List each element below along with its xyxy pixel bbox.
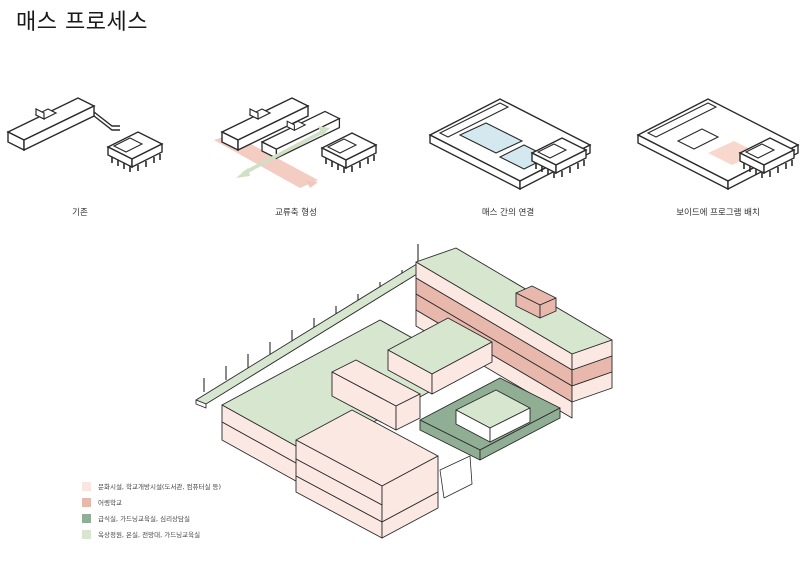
legend-item: 옥상정원, 온실, 전망대, 가드닝교육실 [82,526,221,542]
legend-item: 문화시설, 학교개방시설(도서관, 컴퓨터실 등) [82,478,221,494]
legend-swatch [82,497,91,507]
legend: 문화시설, 학교개방시설(도서관, 컴퓨터실 등) 어렝학교 급식실, 가드닝교… [82,478,221,542]
legend-label: 급식실, 가드닝교육실, 심리상담실 [98,515,190,523]
void-program [708,141,758,165]
step-caption: 매스 간의 연결 [481,208,535,218]
step-3-drawing [428,98,592,191]
step-2-drawing [214,97,377,188]
green-axis-arrow [242,130,326,174]
step-1-drawing [7,97,163,173]
legend-swatch [82,529,91,539]
legend-label: 옥상정원, 온실, 전망대, 가드닝교육실 [98,531,201,539]
connector-mass-a [458,122,524,154]
step-caption: 보이드에 프로그램 배치 [676,208,760,218]
step-caption: 기존 [72,208,88,218]
legend-item: 어렝학교 [82,494,221,510]
step-4-drawing [636,98,800,191]
page-title: 매스 프로세스 [16,10,148,35]
legend-item: 급식실, 가드닝교육실, 심리상담실 [82,510,221,526]
legend-swatch [82,513,91,523]
legend-swatch [82,481,91,491]
legend-label: 문화시설, 학교개방시설(도서관, 컴퓨터실 등) [98,483,222,491]
arrow-head-pink [306,180,318,188]
legend-label: 어렝학교 [98,499,122,507]
main-axonometric [195,244,613,539]
arrow-head-right [318,126,330,136]
arrow-head-left [236,168,250,178]
step-caption: 교류축 형성 [275,208,317,218]
